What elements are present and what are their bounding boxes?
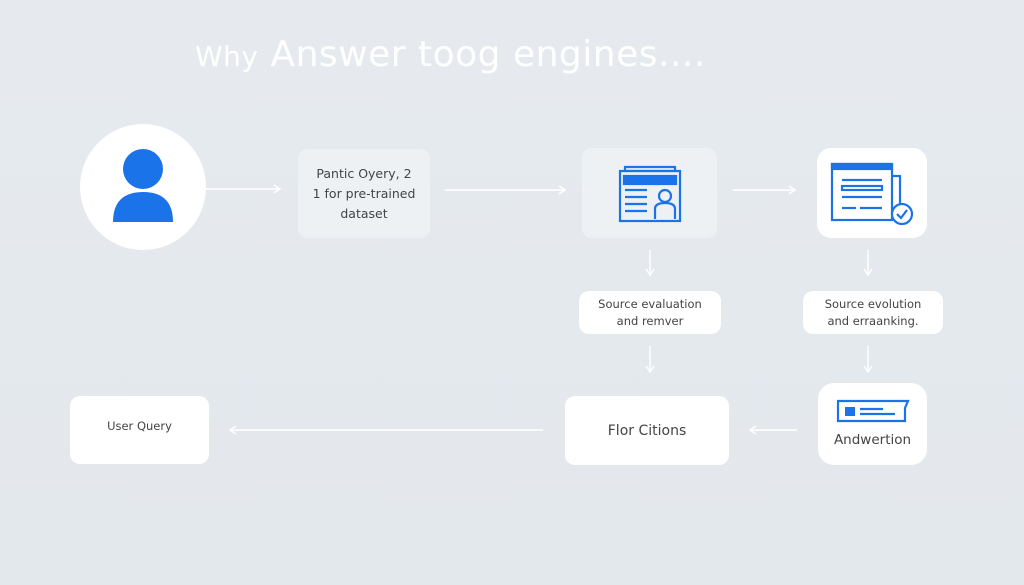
node-text: Pantic Oyery, 2 bbox=[316, 165, 412, 181]
node-text: User Query bbox=[107, 419, 172, 433]
verified-document-icon bbox=[830, 162, 914, 226]
pretrained-dataset-node: Pantic Oyery, 2 1 for pre-trained dataset bbox=[298, 149, 430, 238]
node-text: Source evaluation bbox=[598, 296, 702, 311]
node-text: 1 for pre-trained bbox=[312, 185, 416, 201]
node-text: Flor Citions bbox=[607, 422, 687, 439]
verified-node bbox=[817, 148, 927, 238]
node-text: and remver bbox=[616, 313, 684, 328]
answer-card-icon bbox=[836, 399, 910, 423]
user-avatar-icon bbox=[113, 149, 173, 222]
answer-node: Andwertion bbox=[818, 383, 927, 465]
profile-document-icon bbox=[618, 165, 681, 223]
source-evaluation-node-2: Source evolution and erraanking. bbox=[803, 291, 943, 334]
citations-node: Flor Citions bbox=[565, 396, 729, 465]
title-main: Answer toog engines.... bbox=[270, 34, 706, 75]
title-prefix: Why bbox=[195, 40, 259, 73]
node-text: Source evolution bbox=[824, 296, 922, 311]
node-text: Andwertion bbox=[833, 432, 912, 448]
node-text: dataset bbox=[340, 205, 388, 221]
document-node bbox=[582, 148, 717, 238]
source-evaluation-node-1: Source evaluation and remver bbox=[579, 291, 721, 334]
user-query-node: User Query bbox=[70, 396, 209, 464]
user-node bbox=[80, 124, 206, 250]
node-text: and erraanking. bbox=[827, 313, 919, 328]
diagram-title: Why Answer toog engines.... bbox=[195, 34, 706, 75]
